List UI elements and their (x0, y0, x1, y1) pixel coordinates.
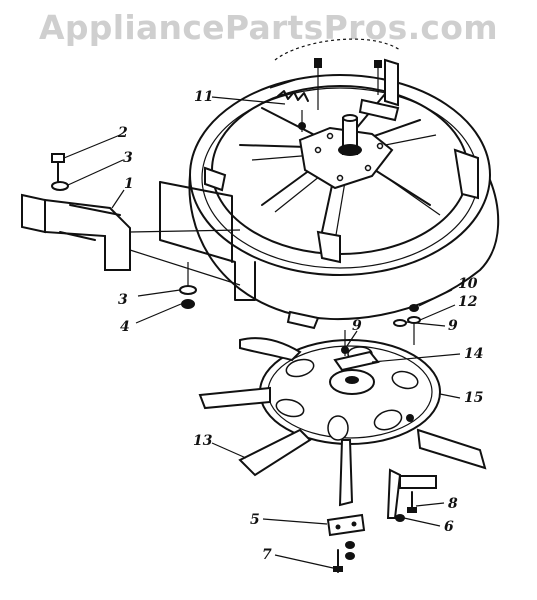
callout-14: 14 (464, 346, 483, 362)
callout-6: 6 (444, 519, 454, 535)
washer-nut-set (179, 262, 197, 309)
callout-12: 12 (458, 294, 478, 310)
mounting-bracket-assembly (21, 153, 241, 286)
deck-housing (159, 38, 500, 330)
cutting-blades (198, 337, 487, 519)
blade-adapter-disc (259, 304, 441, 445)
lower-hardware (326, 475, 437, 573)
callout-2: 2 (117, 125, 128, 141)
callout-8: 8 (448, 496, 458, 512)
callout-4: 4 (120, 319, 130, 335)
callout-3-lower: 3 (118, 292, 128, 308)
callout-labels: 2 3 1 11 3 4 10 12 9 9 14 15 13 5 6 8 7 (117, 89, 483, 563)
callout-3-upper: 3 (123, 150, 133, 166)
callout-10: 10 (458, 276, 478, 292)
callout-9-right: 9 (448, 318, 458, 334)
callout-9-left: 9 (352, 318, 362, 334)
callout-5: 5 (250, 512, 260, 528)
callout-7: 7 (262, 547, 272, 563)
callout-15: 15 (464, 390, 483, 406)
leader-lines (63, 96, 461, 569)
callout-13: 13 (193, 433, 213, 449)
callout-1: 1 (124, 176, 134, 192)
callout-11: 11 (194, 89, 213, 105)
